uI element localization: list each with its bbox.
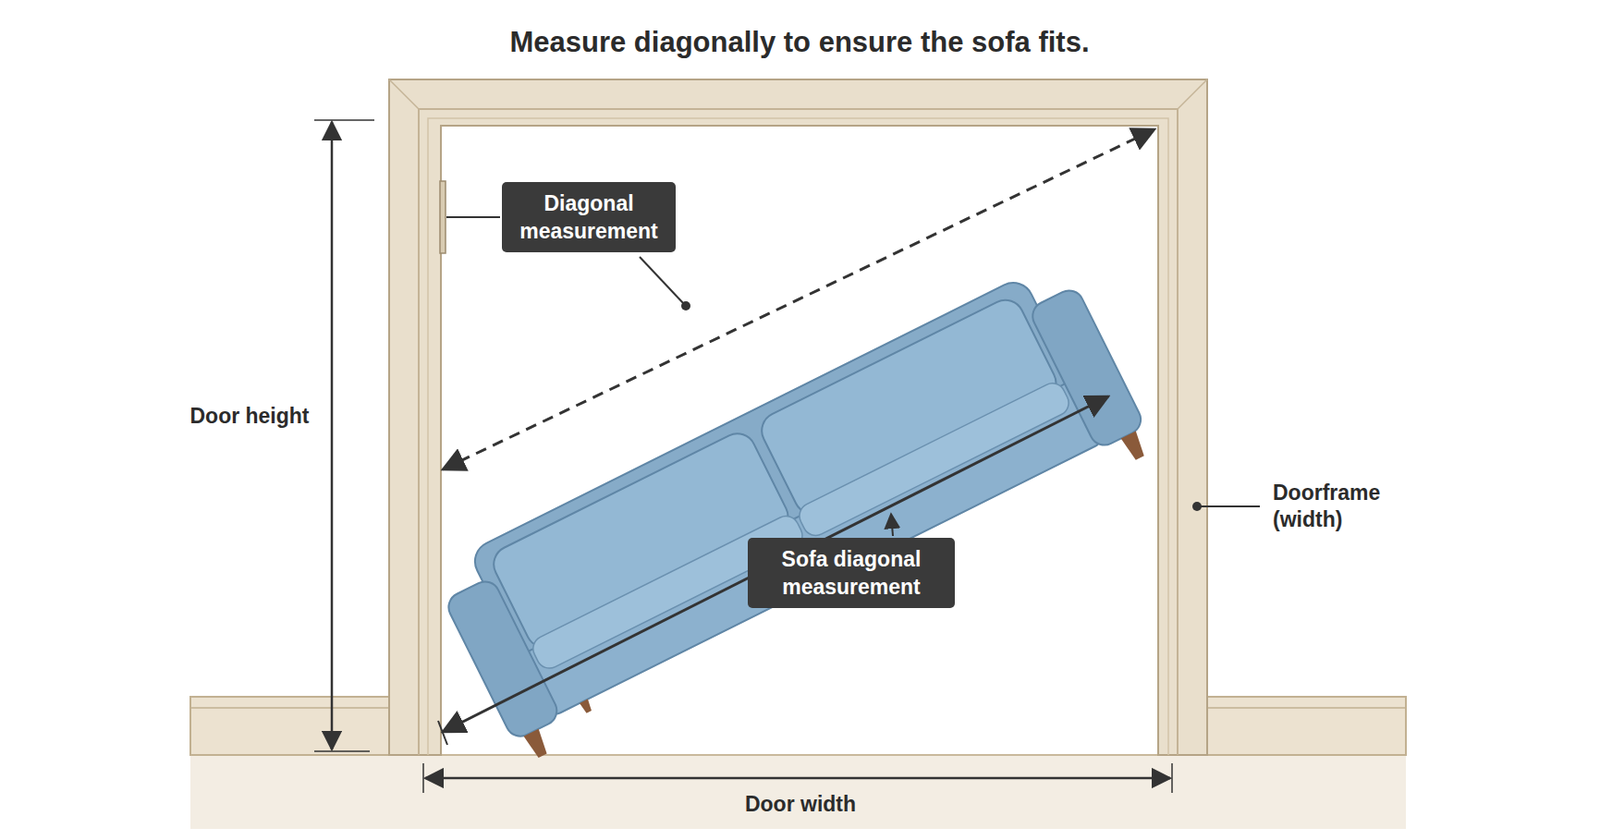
callout-box: Sofa diagonal measurement — [747, 537, 955, 609]
leader-line — [639, 256, 684, 305]
baseboard — [1207, 696, 1406, 756]
callout-text: Sofa diagonal measurement — [758, 545, 944, 601]
dimension-label: Doorframe (width) — [1272, 479, 1412, 534]
width-dimension — [425, 777, 1171, 781]
height-dimension — [330, 122, 334, 750]
dimension-label: Door height — [189, 403, 309, 429]
title: Measure diagonally to ensure the sofa fi… — [509, 25, 1089, 60]
leader-line — [891, 513, 893, 537]
callout-box: Diagonal measurement — [501, 182, 676, 253]
sofa-diagonal — [442, 396, 1109, 733]
leader-dot — [681, 301, 691, 311]
hinge — [439, 181, 446, 254]
floor — [190, 755, 1406, 830]
baseboard — [190, 696, 390, 756]
sofa — [428, 256, 1158, 765]
door-frame — [389, 79, 1208, 756]
leader-line — [446, 216, 501, 219]
callout-text: Diagonal measurement — [512, 189, 665, 245]
leader-line — [1196, 505, 1260, 508]
door-diagonal — [442, 129, 1155, 470]
dimension-label: Door width — [745, 792, 856, 818]
